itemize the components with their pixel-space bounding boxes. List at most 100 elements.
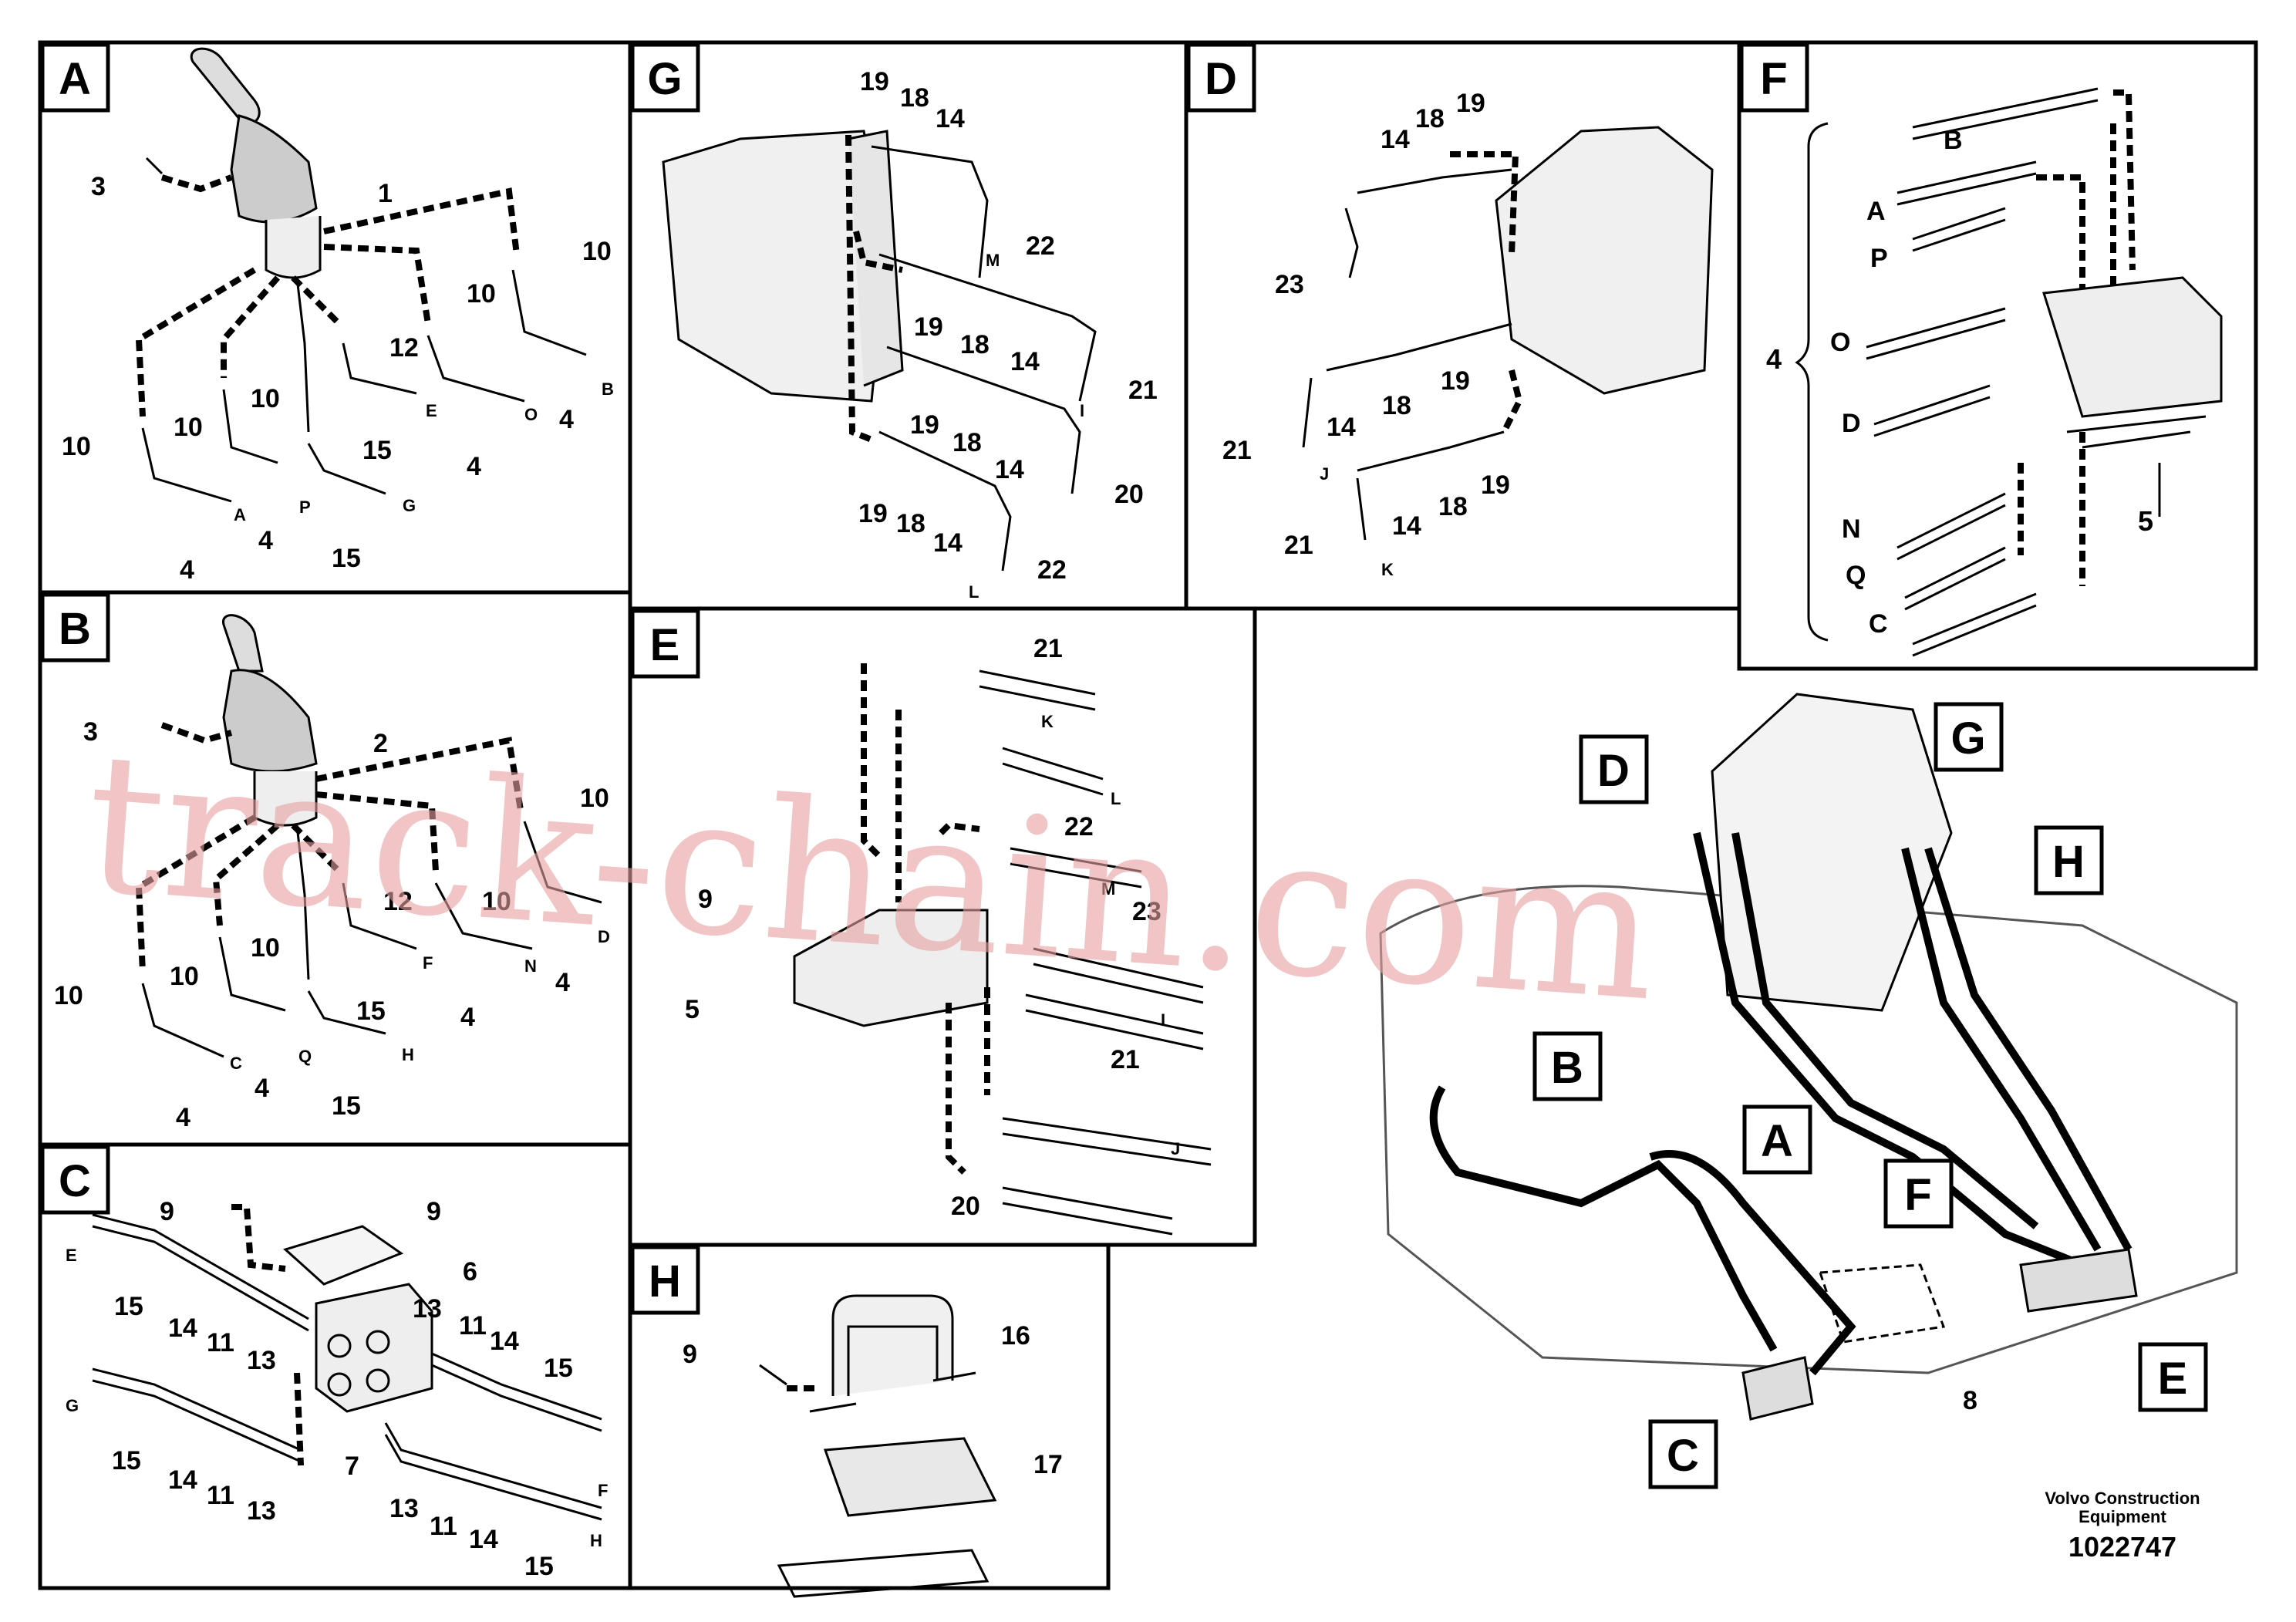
- callout-G-14d: 14: [933, 528, 963, 558]
- callout-B-4b: 4: [255, 1074, 269, 1103]
- callout-B-4a: 4: [176, 1103, 190, 1132]
- callout-B-15b: 15: [332, 1091, 361, 1121]
- callout-A-4a: 4: [180, 555, 194, 585]
- callout-B-15a: 15: [356, 996, 386, 1026]
- callout-G-18c: 18: [952, 428, 982, 457]
- panel-B-drawing: [135, 614, 602, 1058]
- overview-letter-boxes: D G H B A F E C 8: [1532, 702, 2208, 1489]
- callout-A-1: 1: [378, 179, 393, 208]
- panel-A-callouts: 3 1 10 10 12 10 10 10 4 4 4 15 15 4 A P …: [62, 172, 614, 585]
- panel-C-drawing: [92, 1204, 602, 1521]
- overview-C: C: [1667, 1431, 1699, 1481]
- callout-E-K: K: [1041, 712, 1054, 731]
- callout-A-4b: 4: [258, 526, 273, 555]
- callout-F-O: O: [1830, 328, 1850, 357]
- callout-C-13a: 13: [247, 1346, 276, 1375]
- callout-C-15d: 15: [524, 1552, 554, 1581]
- panel-A-drawing: [135, 47, 587, 503]
- callout-A-10b: 10: [174, 413, 203, 442]
- callout-E-21b: 21: [1111, 1045, 1140, 1074]
- panel-F-frame: [1737, 40, 2258, 671]
- callout-E-5: 5: [685, 995, 700, 1024]
- callout-H-9: 9: [683, 1340, 697, 1369]
- callout-B-10b: 10: [170, 962, 199, 991]
- callout-B-D: D: [598, 927, 610, 946]
- callout-G-22a: 22: [1026, 231, 1055, 261]
- overview-drawing: [1379, 693, 2238, 1421]
- callout-B-3: 3: [83, 717, 98, 747]
- callout-F-D: D: [1842, 409, 1861, 438]
- panel-C-callouts: 9 9 6 E 15 14 11 13 13 11 14 15 G 15 14 …: [66, 1197, 608, 1581]
- callout-D-18a: 18: [1415, 104, 1445, 133]
- callout-G-14c: 14: [995, 455, 1024, 484]
- callout-E-J: J: [1171, 1139, 1180, 1158]
- callout-B-4d: 4: [555, 968, 570, 997]
- callout-G-19a: 19: [860, 67, 889, 96]
- callout-A-12: 12: [389, 333, 419, 363]
- panel-G-callouts: 19 18 14 22 M 19 18 14 21 I 19 18 14 20 …: [858, 67, 1158, 602]
- panel-D-callouts: 14 18 19 23 21 14 18 19 J 21 14 18 19 K: [1222, 89, 1510, 579]
- callout-C-14c: 14: [168, 1465, 197, 1495]
- callout-B-2: 2: [373, 729, 388, 758]
- callout-B-N: N: [524, 956, 537, 976]
- callout-B-F: F: [423, 953, 433, 973]
- callout-D-14a: 14: [1381, 125, 1410, 154]
- callout-A-O: O: [524, 405, 538, 424]
- callout-C-11b: 11: [459, 1311, 487, 1340]
- callout-E-9: 9: [698, 885, 713, 914]
- callout-G-19c: 19: [910, 410, 939, 440]
- panel-G-letter: G: [647, 54, 682, 104]
- callout-C-9a: 9: [160, 1197, 174, 1226]
- callout-G-18a: 18: [900, 83, 929, 113]
- panel-C-letter: C: [59, 1156, 91, 1206]
- overview-B: B: [1551, 1043, 1583, 1093]
- callout-G-21: 21: [1128, 376, 1158, 405]
- callout-B-10c: 10: [251, 933, 280, 963]
- callout-G-22b: 22: [1037, 555, 1067, 585]
- panel-B-callouts: 3 2 10 10 12 10 10 10 4 4 4 15 15 4 C Q …: [54, 717, 610, 1132]
- callout-B-10a: 10: [54, 981, 83, 1010]
- panel-E-drawing: [793, 663, 1212, 1236]
- panel-B-letter: B: [59, 604, 91, 654]
- callout-G-I: I: [1080, 401, 1084, 420]
- callout-G-L: L: [969, 582, 979, 602]
- callout-B-4c: 4: [460, 1003, 475, 1032]
- callout-F-5: 5: [2138, 505, 2153, 537]
- callout-F-Q: Q: [1846, 561, 1866, 590]
- callout-B-H: H: [402, 1045, 414, 1064]
- callout-C-E: E: [66, 1246, 77, 1265]
- drawing-number: 1022747: [2068, 1531, 2176, 1563]
- callout-C-6: 6: [463, 1257, 477, 1286]
- callout-A-15a: 15: [362, 436, 392, 465]
- callout-C-14b: 14: [490, 1327, 519, 1356]
- panel-F-letter: F: [1760, 54, 1787, 104]
- callout-B-C: C: [230, 1054, 242, 1073]
- callout-A-4c: 4: [467, 452, 481, 481]
- callout-B-10e: 10: [580, 784, 609, 813]
- panel-F-drawing: [1795, 87, 2223, 657]
- panel-D-letter: D: [1205, 54, 1237, 104]
- callout-B-Q: Q: [298, 1047, 312, 1066]
- callout-D-18b: 18: [1382, 391, 1411, 420]
- callout-D-K: K: [1381, 560, 1394, 579]
- callout-A-3: 3: [91, 172, 106, 201]
- footer-line1: Volvo Construction: [2045, 1489, 2200, 1508]
- callout-G-19d: 19: [858, 499, 888, 528]
- callout-D-18c: 18: [1438, 492, 1468, 521]
- callout-F-4: 4: [1766, 343, 1782, 375]
- footer-line2: Equipment: [2079, 1507, 2166, 1526]
- callout-G-M: M: [986, 251, 1000, 270]
- overview-F: F: [1904, 1170, 1931, 1220]
- callout-C-13b: 13: [413, 1294, 442, 1324]
- callout-A-10e: 10: [582, 237, 612, 266]
- callout-B-10d: 10: [482, 887, 511, 916]
- callout-F-N: N: [1842, 514, 1861, 544]
- callout-F-A: A: [1866, 197, 1886, 226]
- callout-C-11c: 11: [207, 1481, 234, 1510]
- callout-A-10a: 10: [62, 432, 91, 461]
- callout-A-A: A: [234, 505, 246, 524]
- callout-G-18b: 18: [960, 330, 990, 359]
- callout-H-17: 17: [1033, 1450, 1063, 1479]
- callout-E-22: 22: [1064, 812, 1094, 841]
